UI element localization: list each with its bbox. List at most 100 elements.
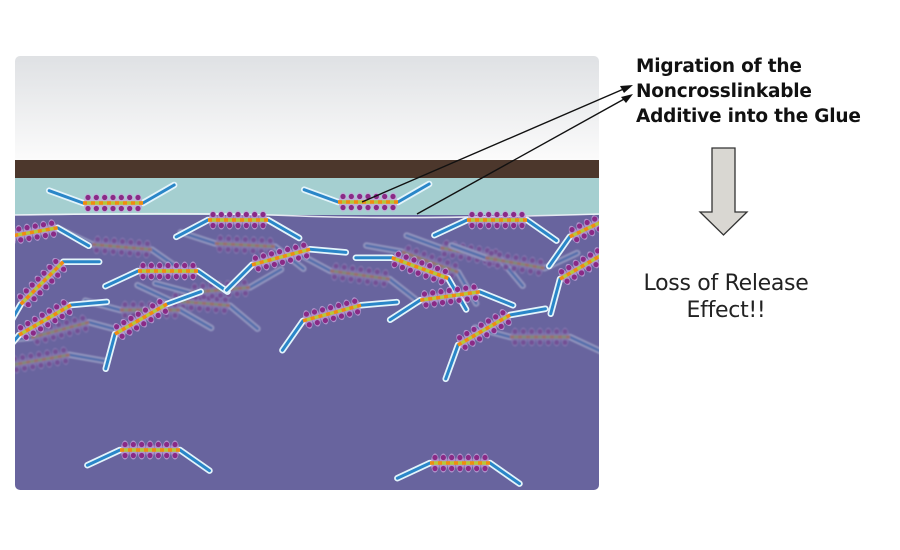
bead [545, 328, 551, 335]
additive-molecule [471, 324, 599, 356]
additive-molecule [45, 181, 178, 213]
bead [592, 216, 598, 222]
rod [15, 302, 23, 337]
bead [61, 347, 67, 353]
bead [454, 286, 461, 292]
bead [196, 305, 203, 312]
bead [357, 204, 363, 211]
bead [252, 255, 259, 261]
bead [37, 290, 43, 296]
substrate-layer [15, 160, 599, 178]
bead [407, 267, 413, 273]
bead [512, 328, 518, 335]
bead [141, 321, 147, 327]
bead [529, 328, 535, 335]
bead [448, 298, 454, 305]
chain [15, 226, 58, 240]
bead [50, 231, 57, 237]
rod-glow [0, 359, 10, 371]
bead [537, 328, 543, 335]
bead [423, 302, 429, 308]
bead [333, 263, 339, 269]
bead [421, 251, 427, 257]
chain [214, 241, 276, 249]
bead [64, 319, 70, 326]
bead [432, 465, 438, 472]
bead [130, 441, 136, 448]
rod [135, 283, 172, 302]
bead [449, 465, 455, 472]
bead [469, 222, 475, 229]
bead [486, 211, 492, 218]
rod [69, 300, 109, 307]
bead [93, 194, 99, 201]
bead [450, 252, 456, 259]
bead [502, 211, 508, 218]
bead [373, 204, 379, 211]
bead [469, 211, 475, 218]
bead [415, 270, 421, 276]
bead [43, 284, 49, 290]
bead [437, 257, 443, 263]
bead [457, 454, 463, 461]
bead [52, 317, 58, 324]
bead [66, 330, 73, 336]
bead [250, 248, 256, 254]
bead [399, 264, 406, 271]
rod [396, 182, 431, 204]
bead [537, 339, 543, 346]
bead [573, 260, 579, 267]
layer-stack [0, 56, 626, 490]
rod [61, 260, 101, 264]
bead [586, 266, 592, 272]
bead [260, 253, 267, 259]
bead [457, 465, 463, 472]
bead [493, 314, 499, 320]
bead [60, 266, 67, 272]
bead [423, 273, 429, 279]
rod [308, 247, 348, 254]
bead [28, 353, 34, 359]
bead [485, 318, 492, 324]
bead [520, 328, 526, 335]
bead [431, 301, 437, 307]
bead [225, 247, 231, 253]
bead [587, 252, 594, 258]
additive-molecule [295, 250, 422, 305]
bead [486, 261, 493, 267]
bead [58, 332, 65, 338]
bead [303, 311, 310, 317]
bead [49, 220, 55, 226]
bead [205, 306, 211, 312]
bead [390, 193, 396, 200]
bead [140, 273, 146, 280]
bead [293, 244, 299, 250]
bead [545, 339, 551, 346]
bead [619, 215, 626, 222]
bead [148, 316, 154, 323]
bead [54, 359, 60, 366]
bead [502, 222, 508, 229]
bead [263, 264, 269, 270]
additive-molecule [223, 241, 350, 294]
additive-molecule [102, 288, 205, 373]
bead [44, 350, 50, 356]
bead [382, 204, 388, 211]
bead [119, 333, 125, 339]
chain [15, 353, 70, 367]
bead [111, 238, 117, 244]
bead [55, 272, 61, 278]
rod [225, 263, 254, 292]
bead [110, 194, 116, 201]
bead [128, 239, 134, 245]
bead-halo [597, 210, 613, 231]
bead [190, 273, 196, 280]
rod [302, 188, 340, 204]
bead [471, 326, 477, 333]
rod [405, 233, 442, 250]
bead [222, 297, 228, 303]
bead [562, 328, 568, 335]
bead [382, 270, 389, 276]
bead [503, 264, 509, 270]
bead [102, 194, 108, 201]
